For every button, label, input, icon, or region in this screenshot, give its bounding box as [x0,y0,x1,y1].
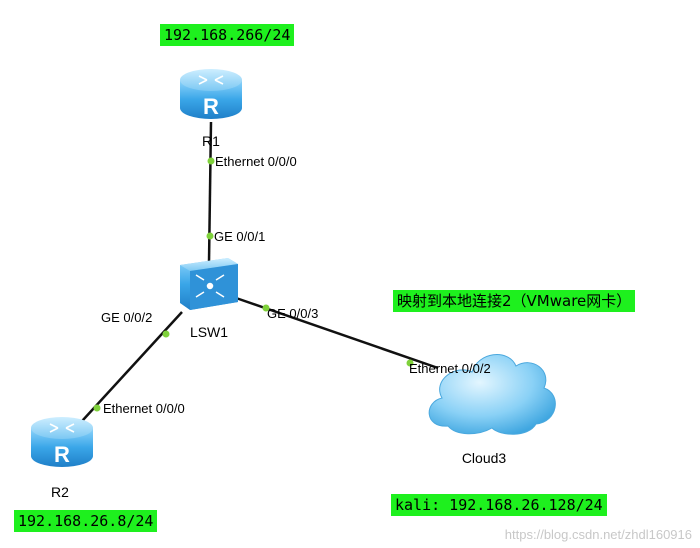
switch-icon [180,258,238,310]
link-lsw1-cloud3[interactable] [235,296,439,370]
router-r2[interactable]: R R2 [31,417,93,500]
svg-text:R: R [54,442,70,467]
port-label-r2-eth: Ethernet 0/0/0 [103,401,185,416]
router-icon: R [180,69,242,119]
device-name-r2: R2 [51,484,69,500]
watermark: https://blog.csdn.net/zhdl160916 [504,527,692,542]
port-dot-r2-eth [93,404,101,412]
cloud-cloud3[interactable]: Cloud3 [428,354,556,466]
kali-ip-annotation: kali: 192.168.26.128/24 [391,494,607,516]
port-dot-r1-eth [207,157,215,165]
port-dot-cloud-eth [406,359,414,367]
svg-text:R: R [203,94,219,119]
port-label-lsw1-ge2: GE 0/0/2 [101,310,152,325]
port-label-lsw1-ge3: GE 0/0/3 [267,306,318,321]
cloud-mapping-annotation: 映射到本地连接2（VMware网卡） [393,290,636,312]
switch-lsw1[interactable]: LSW1 [180,258,238,340]
device-name-cloud3: Cloud3 [462,450,507,466]
port-label-cloud-eth: Ethernet 0/0/2 [409,361,491,376]
port-label-r1-eth: Ethernet 0/0/0 [215,154,297,169]
port-dot-lsw1-ge1 [206,232,214,240]
router-r1[interactable]: R R1 [180,69,242,149]
r2-ip-annotation: 192.168.26.8/24 [14,510,158,532]
port-dot-lsw1-ge3 [262,304,270,312]
cloud-icon [428,354,556,435]
device-name-r1: R1 [202,133,220,149]
port-dot-lsw1-ge2 [162,330,170,338]
device-name-lsw1: LSW1 [190,324,228,340]
r1-ip-annotation: 192.168.266/24 [160,24,295,46]
router-icon: R [31,417,93,467]
port-label-lsw1-ge1: GE 0/0/1 [214,229,265,244]
